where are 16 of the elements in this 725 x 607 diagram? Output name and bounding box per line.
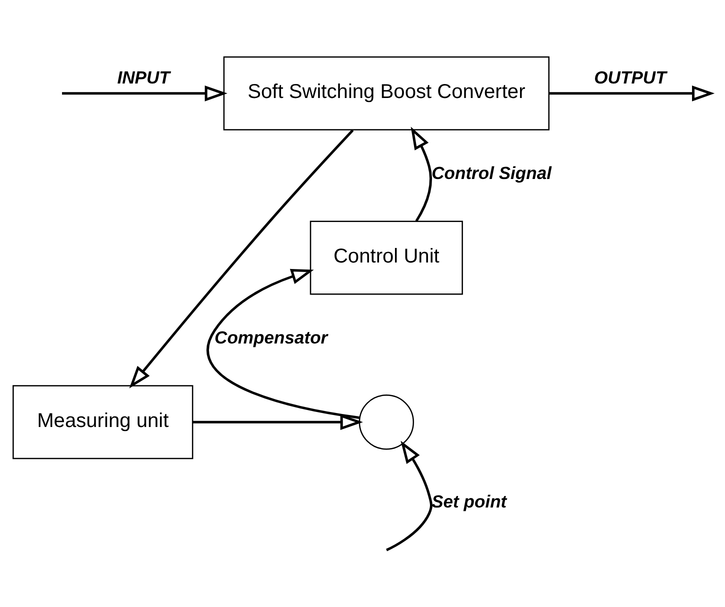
- edge-label: OUTPUT: [594, 67, 666, 88]
- edge-label: INPUT: [117, 67, 170, 88]
- node-box: Measuring unit: [12, 384, 194, 459]
- arrow: [410, 126, 432, 222]
- arrow: [386, 440, 432, 551]
- edge-label: Set point: [432, 491, 507, 512]
- arrow: [192, 414, 363, 430]
- node-circle: [358, 394, 414, 450]
- node-box: Soft Switching Boost Converter: [223, 56, 550, 130]
- edge-label: Control Signal: [432, 162, 552, 182]
- arrow: [549, 84, 715, 101]
- arrow: [207, 268, 360, 419]
- arrow: [129, 128, 354, 388]
- arrow: [62, 84, 228, 101]
- node-box: Control Unit: [310, 220, 463, 294]
- edge-label: Compensator: [214, 326, 328, 347]
